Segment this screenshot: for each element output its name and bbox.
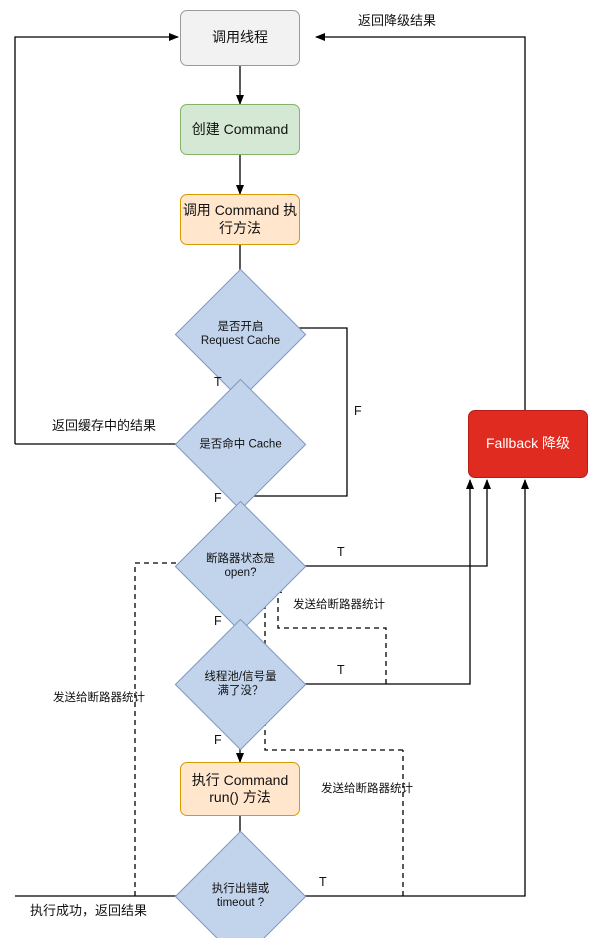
node-invoke-command-label: 调用 Command 执 行方法 [182,202,298,236]
marker-breaker-true: T [337,545,345,559]
label-send-breaker-stats-3: 发送给断路器统计 [321,783,413,795]
node-cache-hit-label: 是否命中 Cache [199,438,282,451]
node-run-command-label: 执行 Command run() 方法 [191,771,289,806]
marker-hitcache-false: F [214,491,222,505]
marker-pool-false: F [214,733,222,747]
marker-reqcache-false: F [354,404,362,418]
label-success-return-result: 执行成功，返回结果 [30,903,148,918]
label-return-cached-result: 返回缓存中的结果 [52,418,157,433]
marker-breaker-false: F [214,614,222,628]
label-send-breaker-stats-2: 发送给断路器统计 [293,599,385,611]
node-create-command[interactable]: 创建 Command [180,104,300,155]
edge-reqcache-false [240,327,348,497]
edge-left-rail-to-thread [14,33,179,444]
marker-result-true: T [319,875,327,889]
edge-pool-true [286,479,474,685]
edge-stats-breaker-1 [134,559,194,896]
label-send-breaker-stats-1: 发送给断路器统计 [53,692,145,704]
node-execution-error-or-timeout[interactable]: 执行出错或 timeout ? [174,830,307,938]
node-circuit-breaker-open-label: 断路器状态是 open? [206,552,275,580]
node-fallback[interactable]: Fallback 降级 [468,410,588,478]
node-execution-error-or-timeout-label: 执行出错或 timeout ? [211,882,270,910]
node-request-cache-enabled-label: 是否开启 Request Cache [200,320,281,348]
edge-result-true [287,479,529,897]
node-invoke-command[interactable]: 调用 Command 执 行方法 [180,194,300,245]
edge-stats-breaker-2 [274,583,387,684]
edge-breaker-true [286,479,491,567]
label-return-fallback-result: 返回降级结果 [358,13,437,28]
node-run-command[interactable]: 执行 Command run() 方法 [180,762,300,816]
node-cache-hit[interactable]: 是否命中 Cache [174,378,307,511]
node-create-command-label: 创建 Command [191,120,289,137]
node-fallback-label: Fallback 降级 [485,435,571,452]
node-calling-thread-label: 调用线程 [212,29,268,46]
marker-reqcache-true: T [214,375,222,389]
edge-fallback-return [315,33,526,410]
node-calling-thread[interactable]: 调用线程 [180,10,300,66]
node-request-cache-enabled[interactable]: 是否开启 Request Cache [174,268,307,401]
marker-pool-true: T [337,663,345,677]
node-circuit-breaker-open[interactable]: 断路器状态是 open? [174,500,307,633]
node-threadpool-full[interactable]: 线程池/信号量 满了没？ [174,618,307,751]
node-threadpool-full-label: 线程池/信号量 满了没？ [204,670,277,698]
